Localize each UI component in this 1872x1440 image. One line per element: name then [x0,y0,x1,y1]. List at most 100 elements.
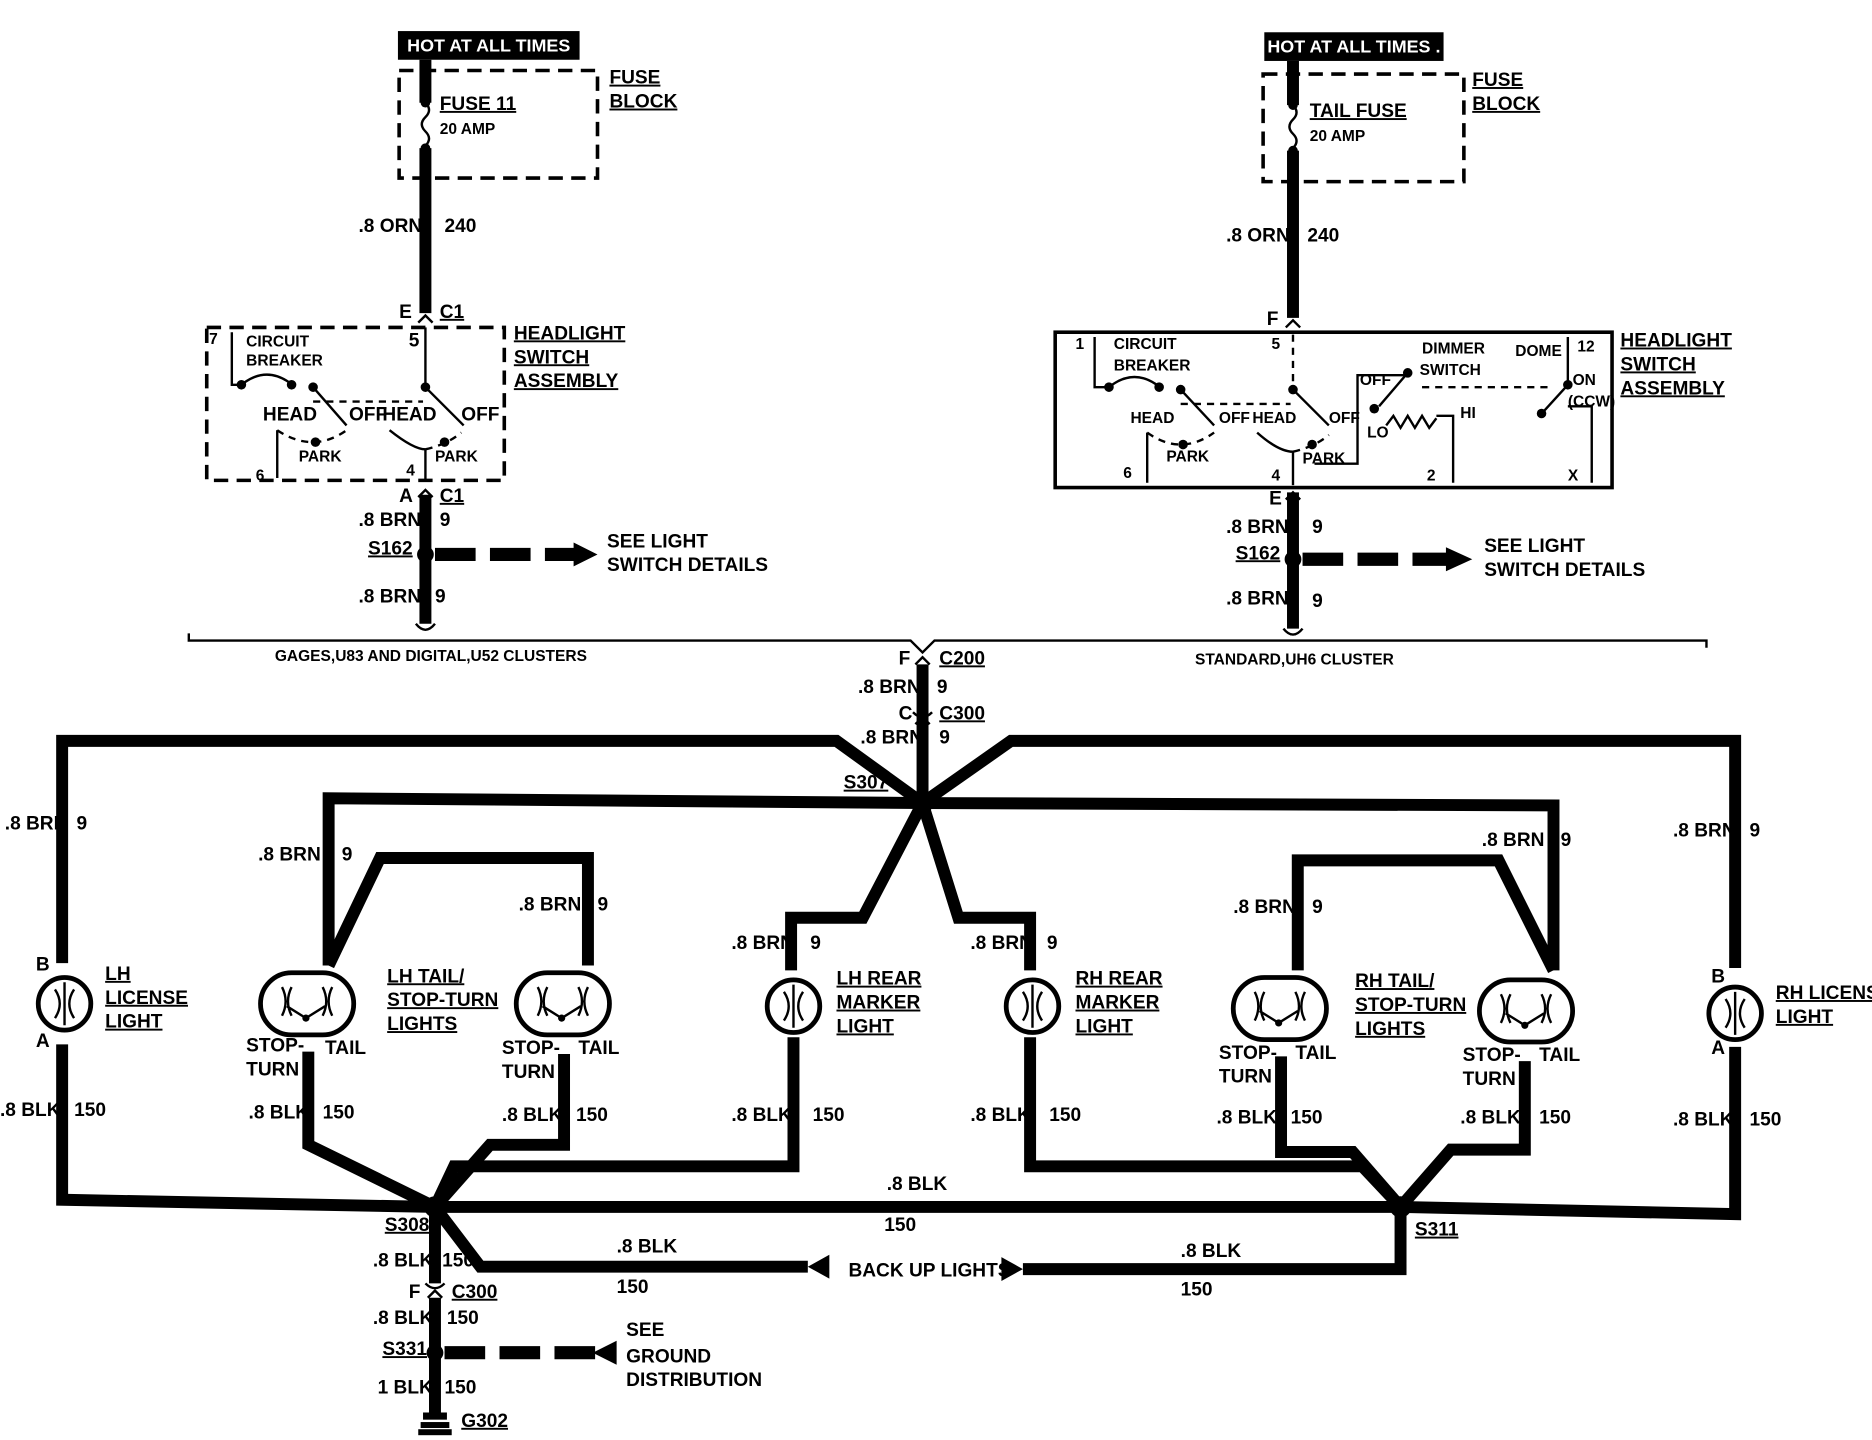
circuit-number-label: 150 [445,1377,477,1398]
fuse-block-label-1: FUSE [1472,70,1523,91]
fuse-block-box [1261,72,1466,184]
connector-pin: C [899,703,913,724]
fuse-rating: 20 AMP [440,121,495,138]
fuse-icon [1288,104,1298,150]
circuit-number-label: 150 [1749,1110,1781,1131]
circuit-number-label: 9 [1749,820,1760,841]
lh-rear-marker-light: LH REAR MARKER LIGHT .8 BRN 9 .8 BLK 150 [731,933,921,1126]
lh-tail-lights-label-2: STOP-TURN [387,990,498,1011]
wire-size-label: .8 BRN [1673,820,1736,841]
connector-pin: F [1267,309,1279,330]
lamp-bulb-icon [513,970,612,1038]
splice-label: S311 [1415,1220,1459,1241]
lamp-label-1: LH REAR [836,969,921,990]
wire-size-label: .8 BRN [1233,897,1296,918]
headlight-switch-label-3: ASSEMBLY [1620,378,1725,399]
wire-size-label: .8 BRN [1226,589,1289,610]
connector-pin: F [899,648,911,669]
circuit-number-label: 9 [1312,517,1323,538]
fuse-rating: 20 AMP [1310,128,1365,145]
fuse-block-label-2: BLOCK [609,92,677,113]
wire-size-label: .8 BLK [502,1105,563,1126]
connector-name: C1 [440,486,465,507]
arrow-left-icon [807,1254,830,1279]
wire-size-label: .8 BRN [258,844,321,865]
headlight-switch-label-2: SWITCH [514,347,589,368]
circuit-number-label: 150 [884,1215,916,1236]
cluster-brace: GAGES,U83 AND DIGITAL,U52 CLUSTERS STAND… [187,633,1708,668]
lamp-label-3: LIGHT [1076,1016,1134,1037]
pin-label: 5 [409,331,420,352]
pin-label: 2 [1427,467,1436,484]
park-label: PARK [299,448,343,465]
wire-size-label: .8 BLK [1673,1110,1734,1131]
splice-label: S162 [368,538,413,559]
lamp-label-2: MARKER [836,993,920,1014]
circuit-number-label: 150 [323,1103,355,1124]
headlight-switch-box [1053,330,1614,490]
wire-size-label: 1 BLK [378,1377,433,1398]
head-label: HEAD [382,405,436,426]
see-ground-distribution-2: GROUND [626,1346,711,1367]
left-power-section: HOT AT ALL TIMES FUSE 11 20 AMP FUSE BLO… [204,31,768,631]
see-light-switch-details-1: SEE LIGHT [607,531,708,552]
lamp-label-3: LIGHT [105,1012,163,1033]
rh-tail-light-1: STOP- TURN TAIL .8 BRN 9 .8 BLK 150 RH T… [1217,897,1467,1128]
see-ground-distribution-3: DISTRIBUTION [626,1370,762,1391]
stop-turn-label-2: TURN [1219,1067,1272,1088]
connector-name: C1 [440,302,465,323]
fuse-icon [420,101,431,147]
off-label: OFF [1219,410,1250,427]
stop-turn-label-1: STOP- [246,1036,304,1057]
wire-size-label: .8 BRN [731,933,794,954]
circuit-number-label: 150 [576,1105,608,1126]
circuit-number-label: 150 [1049,1105,1081,1126]
center-feed: F C200 .8 BRN 9 C C300 .8 BRN 9 S307 [844,648,985,804]
connector-name: C300 [452,1282,498,1303]
circuit-number-label: 150 [813,1105,845,1126]
pin-label: 7 [209,331,218,348]
wire-size-label: .8 BLK [970,1105,1031,1126]
wire-size-label: .8 BRN [970,933,1033,954]
wire-size-label: .8 BRN [5,813,68,834]
ground-wires: BACK UP LIGHTS .8 BLK 150 .8 BLK 150 .8 … [56,1037,1742,1436]
dimmer-switch-label-2: SWITCH [1420,362,1481,379]
fuse-block-box [397,68,600,180]
headlight-switch-label-2: SWITCH [1620,354,1695,375]
head-label: HEAD [1130,410,1174,427]
fuse-name: TAIL FUSE [1310,101,1407,122]
splice-label: S308 [385,1215,430,1236]
pin-label: 12 [1577,338,1595,355]
wire-size-label: .8 BRN [519,895,582,916]
circuit-breaker-label-1: CIRCUIT [246,334,309,351]
pin-label: A [1711,1038,1725,1059]
head-label: HEAD [263,405,317,426]
splice-dot [911,792,934,814]
wire-size-label: .8 BLK [1217,1107,1278,1128]
pin-label: 1 [1076,336,1085,353]
wire-size-label: .8 BLK [373,1308,434,1329]
headlight-switch-box [204,325,507,483]
hot-at-all-times-tag [1264,32,1444,61]
wire-size-label: .8 BRN [358,510,421,531]
circuit-number-label: 9 [1047,933,1058,954]
wire-size-label: .8 BLK [249,1103,310,1124]
see-light-switch-details-2: SWITCH DETAILS [607,555,768,576]
circuit-number-label: 150 [442,1251,474,1272]
wire-size-label: .8 BRN [858,677,921,698]
lamp-label-1: RH LICENSE [1776,983,1872,1004]
lamp-label-2: MARKER [1076,993,1160,1014]
circuit-number-label: 9 [810,933,821,954]
circuit-number-label: 9 [435,586,446,607]
splice-label: S162 [1236,543,1281,564]
fuse-block-label-2: BLOCK [1472,94,1540,115]
circuit-number-label: 150 [1181,1279,1213,1300]
circuit-number-label: 150 [1539,1107,1571,1128]
rh-rear-marker-light: RH REAR MARKER LIGHT .8 BRN 9 .8 BLK 150 [970,933,1162,1126]
pin-label: B [1711,966,1725,987]
off-label: OFF [461,405,499,426]
connector-pin: E [1269,488,1282,509]
right-power-section: HOT AT ALL TIMES . TAIL FUSE 20 AMP FUSE… [1053,32,1732,636]
rh-tail-lights-label-2: STOP-TURN [1355,995,1466,1016]
